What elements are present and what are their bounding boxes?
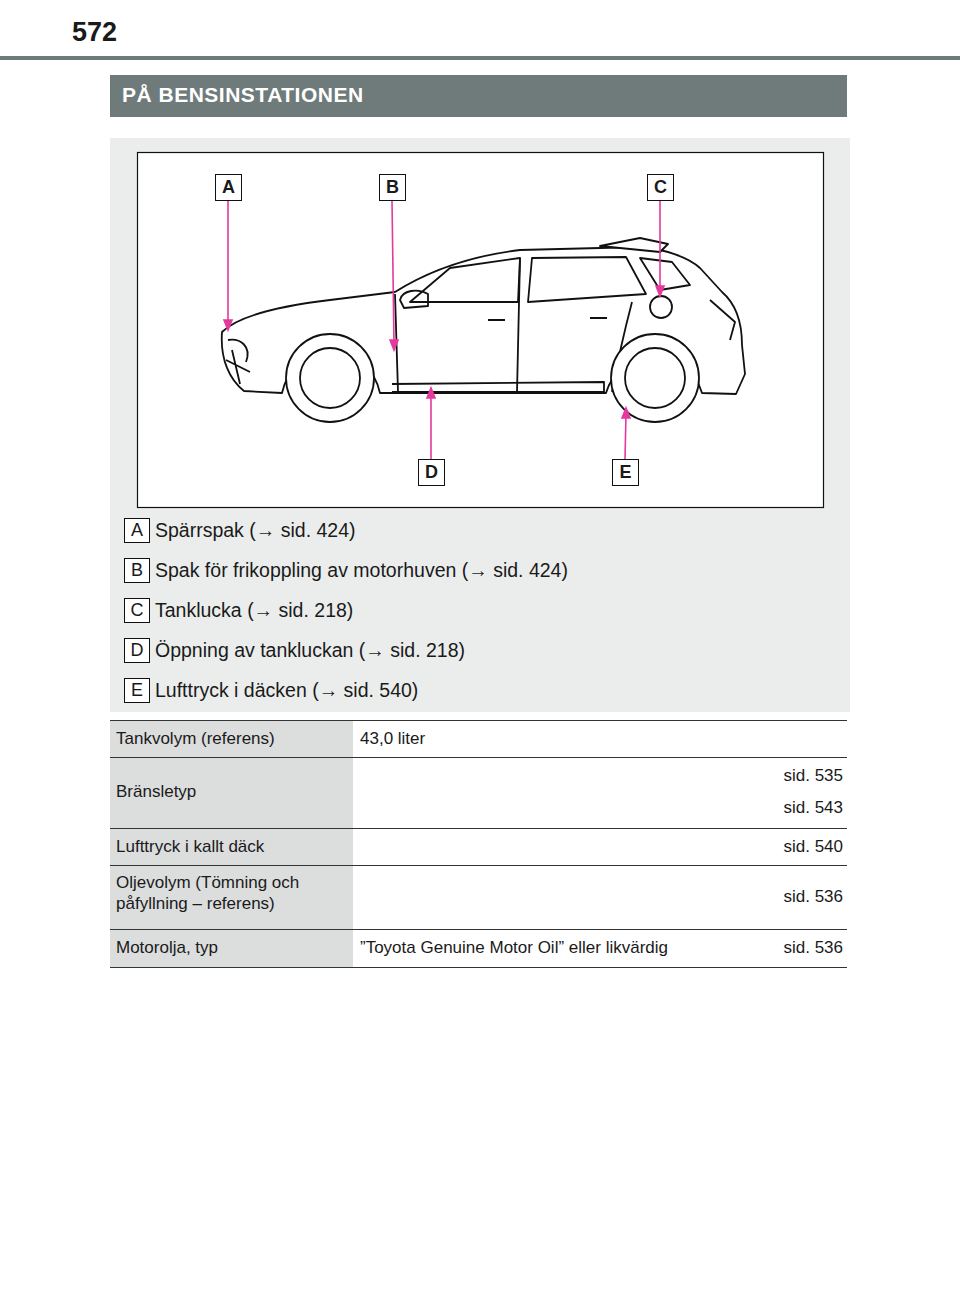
list-letter: A [124, 518, 150, 543]
table-cell: Motorolja, typ [116, 937, 348, 958]
callout-letter: A [215, 174, 242, 201]
callout-letter: E [612, 459, 639, 486]
list-text: Tanklucka (→ sid. 218) [155, 598, 755, 622]
table-cell: sid. 536 [643, 886, 843, 907]
table-cell: sid. 536 [643, 937, 843, 958]
car-illustration [222, 238, 745, 422]
grey-panel [110, 138, 850, 712]
callout-letter: C [647, 174, 674, 201]
leader-lines [224, 201, 664, 459]
page-number: 572 [72, 16, 152, 50]
list-text: Spak för frikoppling av motorhuven (→ si… [155, 558, 755, 582]
table-cell: Oljevolym (Tömning och påfyllning – refe… [116, 872, 348, 915]
list-letter: D [124, 638, 150, 663]
list-letter: C [124, 598, 150, 623]
list-letter: E [124, 678, 150, 703]
table-cell: Bränsletyp [116, 781, 348, 802]
illustration-frame [138, 153, 824, 508]
top-rule [0, 56, 960, 60]
table-grid [110, 721, 847, 968]
table-cell: sid. 543 [643, 797, 843, 818]
table-cell: sid. 535 [643, 765, 843, 786]
list-text: Lufttryck i däcken (→ sid. 540) [155, 678, 755, 702]
table-cell: 43,0 liter [360, 728, 660, 749]
table-cell: ”Toyota Genuine Motor Oil” eller likvärd… [360, 937, 730, 958]
section-band: PÅ BENSINSTATIONEN [110, 75, 847, 117]
callout-letter: B [379, 174, 406, 201]
table-cell: Tankvolym (referens) [116, 728, 348, 749]
callout-letter: D [418, 459, 445, 486]
table-cell: sid. 540 [643, 836, 843, 857]
table-cell: Lufttryck i kallt däck [116, 836, 348, 857]
list-text: Öppning av tankluckan (→ sid. 218) [155, 638, 755, 662]
section-title: PÅ BENSINSTATIONEN [122, 83, 364, 107]
list-text: Spärrspak (→ sid. 424) [155, 518, 755, 542]
list-letter: B [124, 558, 150, 583]
